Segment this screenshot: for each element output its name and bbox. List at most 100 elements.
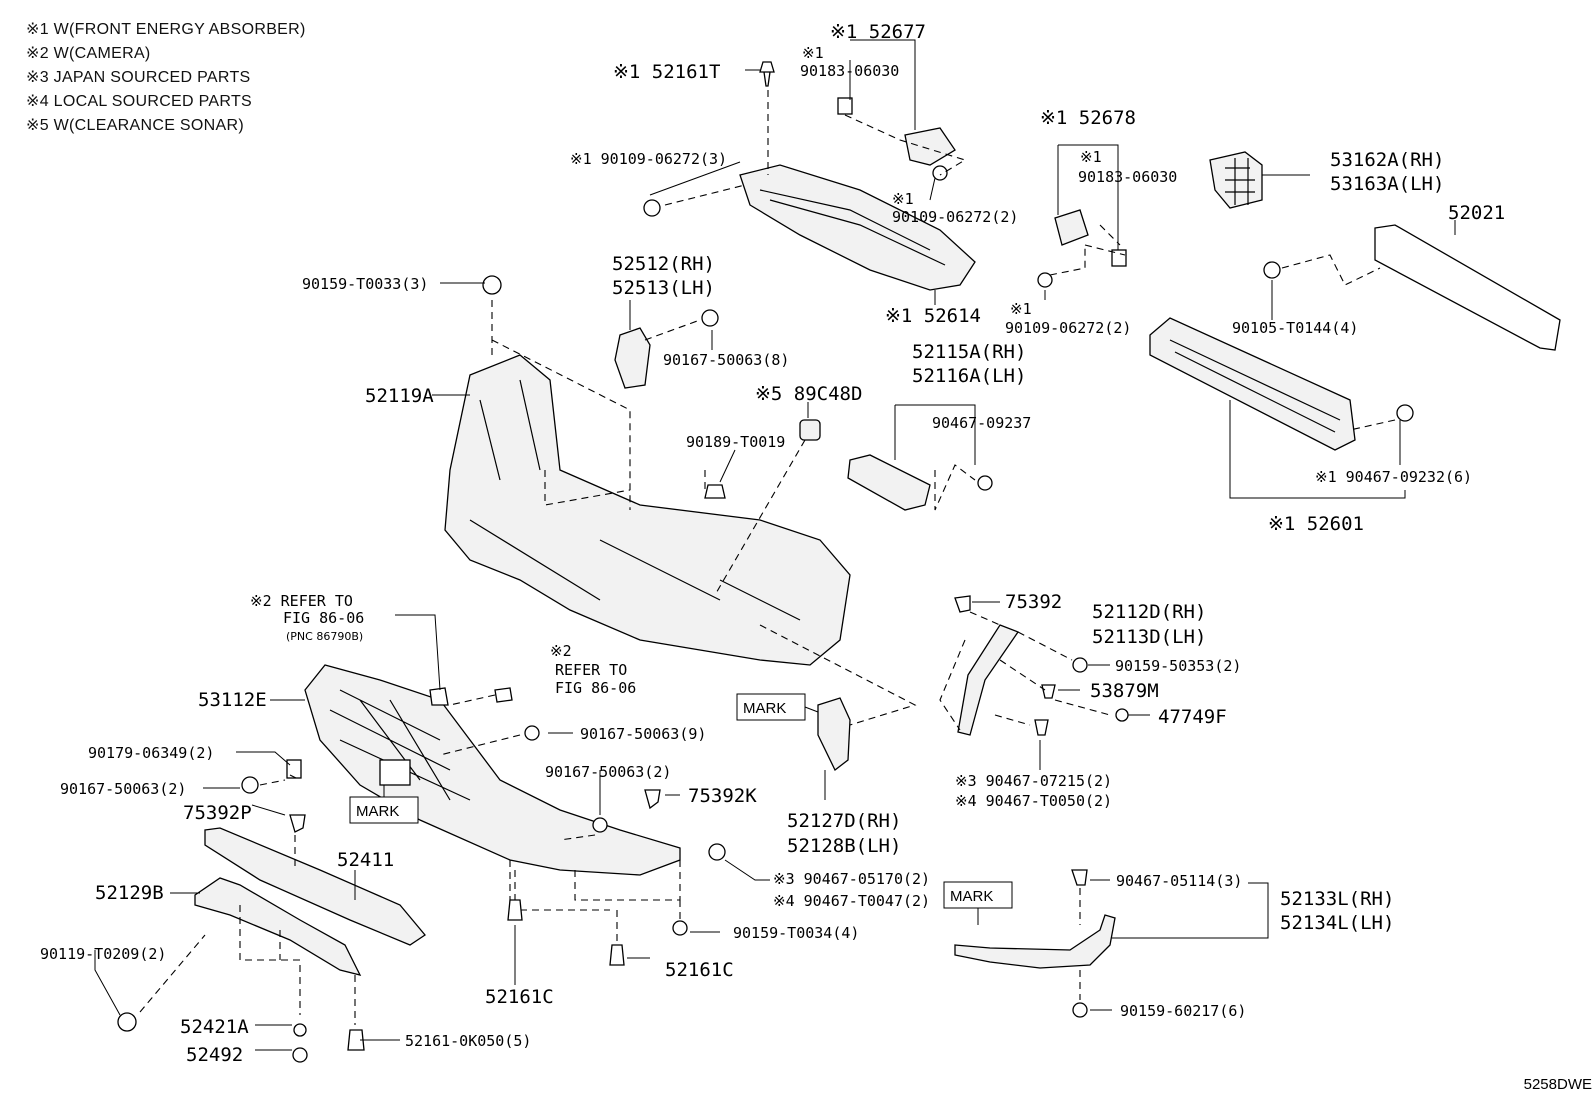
note-1: ※1 W(FRONT ENERGY ABSORBER) (26, 21, 306, 38)
label-ref2b-3: FIG 86-06 (555, 679, 636, 697)
clip-90467-07215 (1034, 719, 1049, 736)
part-52021-shape (1374, 224, 1561, 351)
clip-52161T (759, 61, 775, 87)
label-90109c-note: ※1 (1010, 300, 1032, 318)
part-52119A-shape (444, 354, 851, 666)
label-90159-60217: 90159-60217(6) (1120, 1002, 1246, 1020)
clip-90467-05170 (708, 843, 726, 861)
label-52128B: 52128B(LH) (787, 835, 901, 857)
label-90105: 90105-T0144(4) (1232, 319, 1358, 337)
part-52411-shape (204, 827, 426, 946)
clip-90189 (704, 484, 726, 499)
clip-52161C-b (609, 944, 625, 966)
diagram-code: 5258DWE (1523, 1076, 1592, 1093)
reinforcement-group (1149, 220, 1561, 499)
label-90109a: ※1 90109-06272(3) (570, 150, 727, 168)
clip-75392P (289, 814, 306, 833)
clip-52161C-a (507, 899, 523, 921)
label-52116A: 52116A(LH) (912, 365, 1026, 387)
notes-legend: ※1 W(FRONT ENERGY ABSORBER) ※2 W(CAMERA)… (26, 18, 306, 138)
part-52133L-group (954, 869, 1269, 1018)
bolt-90119 (117, 1012, 137, 1032)
part-52115A-group (847, 404, 993, 511)
label-52161T: ※1 52161T (613, 61, 720, 83)
label-52678: ※1 52678 (1040, 107, 1136, 129)
label-90167-2b: 90167-50063(2) (545, 763, 671, 781)
clip-75392K (644, 789, 661, 810)
part-labels: ※1 52677 ※1 90183-06030 ※1 52161T ※1 901… (40, 21, 1505, 1066)
part-52127D-group (759, 624, 917, 800)
lower-group (94, 804, 426, 1063)
label-ref2a-1: ※2 REFER TO (250, 592, 353, 610)
label-53163A: 53163A(LH) (1330, 173, 1444, 195)
label-90119: 90119-T0209(2) (40, 945, 166, 963)
clip-47749F (1115, 708, 1129, 722)
clip-90467-05114 (1071, 869, 1088, 886)
label-52134L: 52134L(LH) (1280, 912, 1394, 934)
note-2: ※2 W(CAMERA) (26, 45, 151, 62)
clip-53879M (1041, 684, 1056, 699)
nut-90467-09232 (1396, 404, 1414, 422)
label-ref2b-2: REFER TO (555, 661, 627, 679)
part-52601-shape (1149, 317, 1356, 451)
label-52512: 52512(RH) (612, 253, 715, 275)
label-52161C-a: 52161C (485, 986, 554, 1008)
label-52113D: 52113D(LH) (1092, 626, 1206, 648)
label-52021: 52021 (1448, 202, 1505, 224)
label-89C48D: ※5 89C48D (755, 383, 862, 405)
mark-label-2: MARK (356, 803, 399, 820)
part-52115A-shape (847, 454, 931, 511)
note-3: ※3 JAPAN SOURCED PARTS (26, 69, 251, 86)
part-52678-shape (1054, 209, 1089, 246)
label-90179: 90179-06349(2) (88, 744, 214, 762)
nut-52492 (292, 1047, 308, 1063)
label-75392P: 75392P (183, 802, 252, 824)
label-90467-05170: ※3 90467-05170(2) (773, 870, 930, 888)
label-90183a-note: ※1 (802, 44, 824, 62)
part-53162A-group (1209, 151, 1310, 209)
label-90109c: 90109-06272(2) (1005, 319, 1131, 337)
sonar-group (704, 402, 821, 596)
part-52112D-group (939, 595, 1150, 770)
clip-52161-0K050 (347, 1029, 365, 1051)
label-52161C-b: 52161C (665, 959, 734, 981)
part-52512-shape (614, 327, 651, 389)
label-90159-T0033: 90159-T0033(3) (302, 275, 428, 293)
clip-90183-a (837, 97, 853, 115)
mark-labels: MARK MARK MARK (349, 693, 1013, 925)
label-ref2a-2: FIG 86-06 (283, 609, 364, 627)
label-52119A: 52119A (365, 385, 434, 407)
label-75392: 75392 (1005, 591, 1062, 613)
label-90467-07215: ※3 90467-07215(2) (955, 772, 1112, 790)
label-90467-09237: 90467-09237 (932, 414, 1031, 432)
label-52127D: 52127D(RH) (787, 810, 901, 832)
bolt-90109-b (932, 165, 948, 181)
nut-90467-09237 (977, 475, 993, 491)
label-52112D: 52112D(RH) (1092, 601, 1206, 623)
bolt-90159-T0033 (482, 275, 502, 295)
label-90467-T0047: ※4 90467-T0047(2) (773, 892, 930, 910)
clip-90159-50353 (1072, 657, 1088, 673)
label-47749F: 47749F (1158, 706, 1227, 728)
clip-90167-9 (524, 725, 540, 741)
label-52133L: 52133L(RH) (1280, 888, 1394, 910)
label-52115A: 52115A(RH) (912, 341, 1026, 363)
part-52133L-shape (954, 914, 1116, 969)
part-52127D-shape (817, 697, 851, 772)
label-90167-8: 90167-50063(8) (663, 351, 789, 369)
mark-label-1: MARK (743, 700, 786, 717)
label-52161-0K050: 52161-0K050(5) (405, 1032, 531, 1050)
label-90467-T0050: ※4 90467-T0050(2) (955, 792, 1112, 810)
bolt-90167-2a (241, 776, 259, 794)
label-52601: ※1 52601 (1268, 513, 1364, 535)
label-90159-50353: 90159-50353(2) (1115, 657, 1241, 675)
clip-90467-05170-group (507, 843, 770, 985)
label-52492: 52492 (186, 1044, 243, 1066)
bolt-90159-60217 (1072, 1002, 1088, 1018)
label-52411: 52411 (337, 849, 394, 871)
bolt-90109-a (643, 199, 661, 217)
mark-label-3: MARK (950, 888, 993, 905)
part-52119A-group (432, 275, 851, 666)
label-53112E: 53112E (198, 689, 267, 711)
